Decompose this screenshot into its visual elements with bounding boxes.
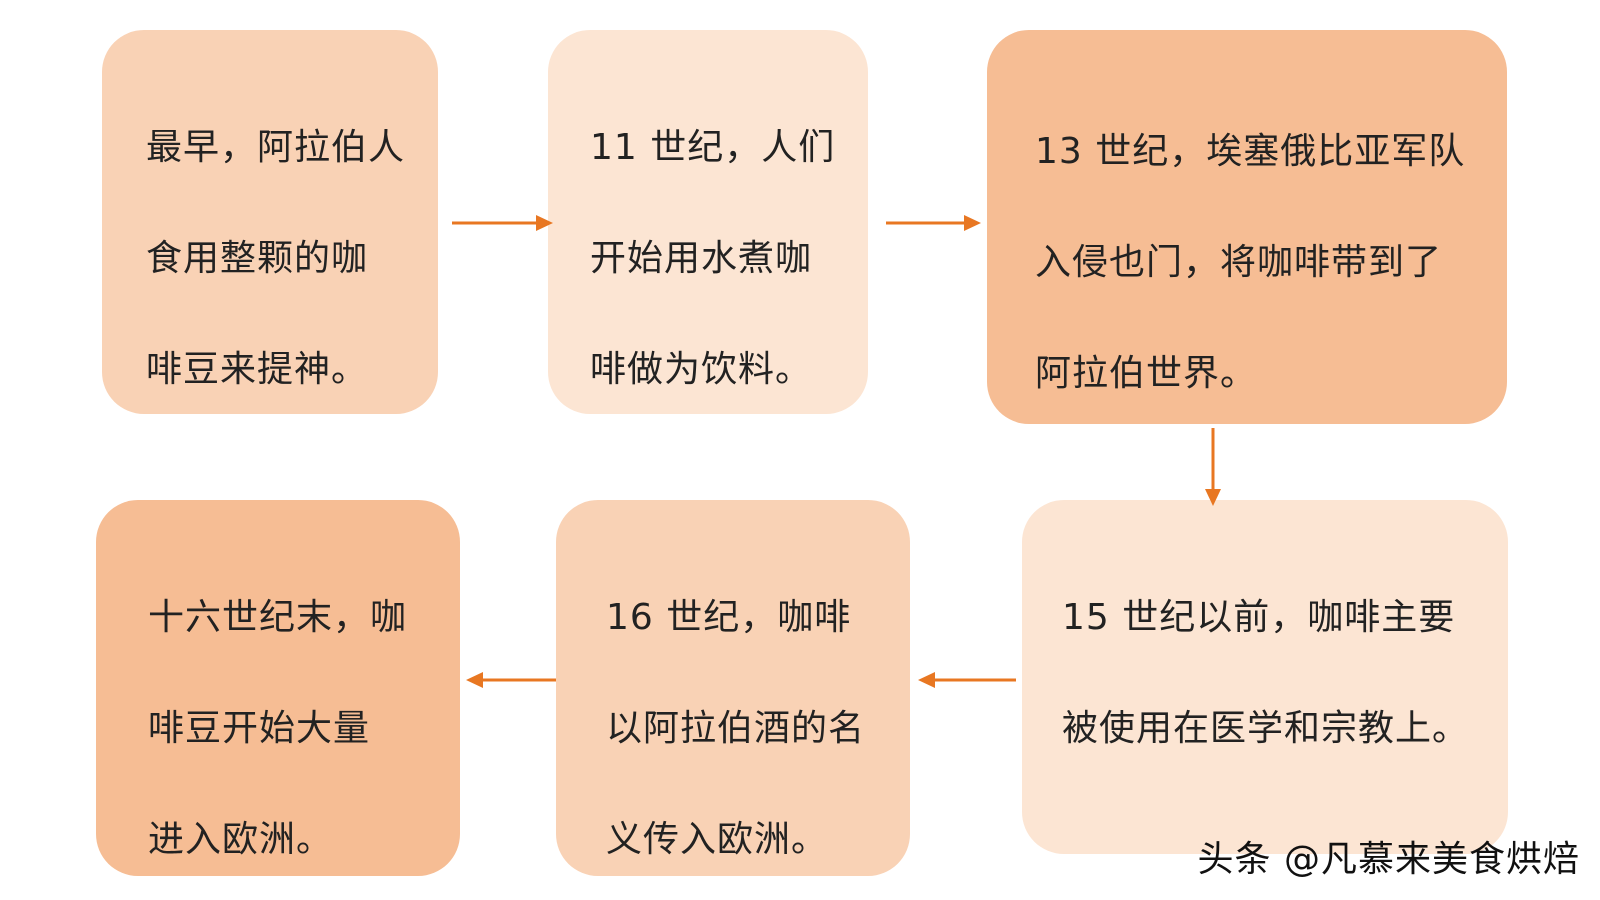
step-text-line: 11 世纪，人们 [590,127,836,168]
step-text-line: 13 世纪，埃塞俄比亚军队 [1035,131,1466,172]
step-text-line: 进入欧洲。 [148,819,334,860]
arrow-box4-to-box5 [918,672,1016,688]
step-text-line: 被使用在医学和宗教上。 [1062,708,1470,749]
step-text-line: 啡做为饮料。 [590,349,813,390]
step-text-line: 阿拉伯世界。 [1035,353,1258,394]
step-text-line: 15 世纪以前，咖啡主要 [1062,597,1456,638]
step-text-line: 啡豆来提神。 [146,349,369,390]
step-text-line: 以阿拉伯酒的名 [606,708,866,749]
arrow-box2-to-box3 [886,215,981,231]
arrow-box1-to-box2 [452,215,553,231]
step-text-line: 啡豆开始大量 [148,708,371,749]
step-text-line: 食用整颗的咖 [146,238,369,279]
step-text-line: 十六世纪末，咖 [148,597,408,638]
step-box-16th-century: 16 世纪，咖啡 以阿拉伯酒的名 义传入欧洲。 [556,500,910,876]
step-text-line: 义传入欧洲。 [606,819,829,860]
step-text-line: 最早，阿拉伯人 [146,127,406,168]
step-box-11th-century: 11 世纪，人们 开始用水煮咖 啡做为饮料。 [548,30,868,414]
step-box-late-16th-century: 十六世纪末，咖 啡豆开始大量 进入欧洲。 [96,500,460,876]
step-box-earliest: 最早，阿拉伯人 食用整颗的咖 啡豆来提神。 [102,30,438,414]
step-box-13th-century: 13 世纪，埃塞俄比亚军队 入侵也门，将咖啡带到了 阿拉伯世界。 [987,30,1507,424]
arrow-box3-to-box4 [1205,428,1221,506]
step-text-line: 16 世纪，咖啡 [606,597,852,638]
step-text-line: 入侵也门，将咖啡带到了 [1035,242,1443,283]
watermark: 头条 @凡慕来美食烘焙 [1197,839,1580,880]
step-text-line: 开始用水煮咖 [590,238,813,279]
arrow-box5-to-box6 [466,672,556,688]
step-box-before-15th-century: 15 世纪以前，咖啡主要 被使用在医学和宗教上。 [1022,500,1508,854]
